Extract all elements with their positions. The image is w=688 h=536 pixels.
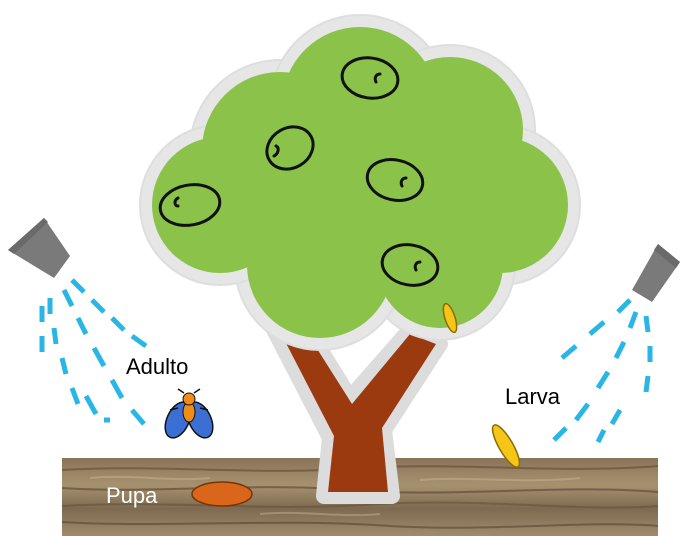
adult-label: Adulto xyxy=(126,356,188,378)
fruit-fly-icon xyxy=(160,389,218,442)
pupa-label: Pupa xyxy=(106,485,157,507)
right-sprayer-icon xyxy=(632,244,680,302)
tree-canopy xyxy=(140,15,580,350)
left-sprayer-icon xyxy=(8,218,70,278)
left-spray-lines xyxy=(42,280,146,424)
pupa-icon xyxy=(192,482,252,506)
right-spray-lines xyxy=(554,300,650,442)
larva-label: Larva xyxy=(505,386,560,408)
